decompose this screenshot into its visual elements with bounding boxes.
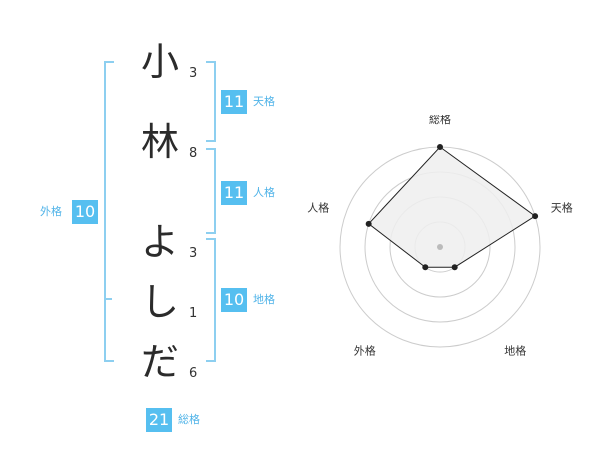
radar-area — [367, 146, 536, 268]
soukaku-value: 21 — [146, 408, 172, 432]
gaikaku-bracket — [104, 61, 114, 362]
jinkaku-label: 人格 — [253, 186, 275, 199]
stroke-count-5: 6 — [189, 366, 198, 381]
radar-point-2 — [532, 213, 539, 220]
radar-point-3 — [451, 264, 458, 271]
radar-point-5 — [365, 220, 372, 227]
name-char-4: し — [140, 280, 179, 324]
name-char-1: 小 — [140, 40, 179, 84]
gaikaku-bracket-tick — [104, 298, 112, 300]
chikaku-bracket — [206, 238, 216, 362]
name-char-5: だ — [140, 340, 179, 384]
radar-point-4 — [422, 264, 429, 271]
name-char-3: よ — [140, 220, 179, 264]
radar-point-1 — [437, 144, 443, 150]
tenkaku-value: 11 — [221, 90, 247, 114]
stroke-count-4: 1 — [189, 306, 198, 321]
radar-axis-label-1: 総格 — [429, 115, 451, 126]
tenkaku-label: 天格 — [253, 95, 275, 108]
gaikaku-value: 10 — [72, 200, 98, 224]
jinkaku-bracket — [206, 148, 216, 234]
stroke-count-2: 8 — [189, 146, 198, 161]
chikaku-label: 地格 — [253, 293, 275, 306]
jinkaku-value: 11 — [221, 181, 247, 205]
soukaku-label: 総格 — [178, 413, 200, 426]
radar-axis-label-4: 外格 — [354, 344, 376, 358]
name-char-2: 林 — [140, 120, 179, 164]
radar-axis-label-3: 地格 — [504, 344, 526, 358]
gaikaku-label: 外格 — [40, 205, 62, 218]
stroke-count-3: 3 — [189, 246, 198, 261]
tenkaku-bracket — [206, 61, 216, 142]
chikaku-value: 10 — [221, 288, 247, 312]
radar-axis-label-2: 天格 — [551, 200, 573, 214]
radar-axis-label-5: 人格 — [307, 200, 329, 214]
radar-center-point — [437, 244, 443, 250]
stroke-count-1: 3 — [189, 66, 198, 81]
